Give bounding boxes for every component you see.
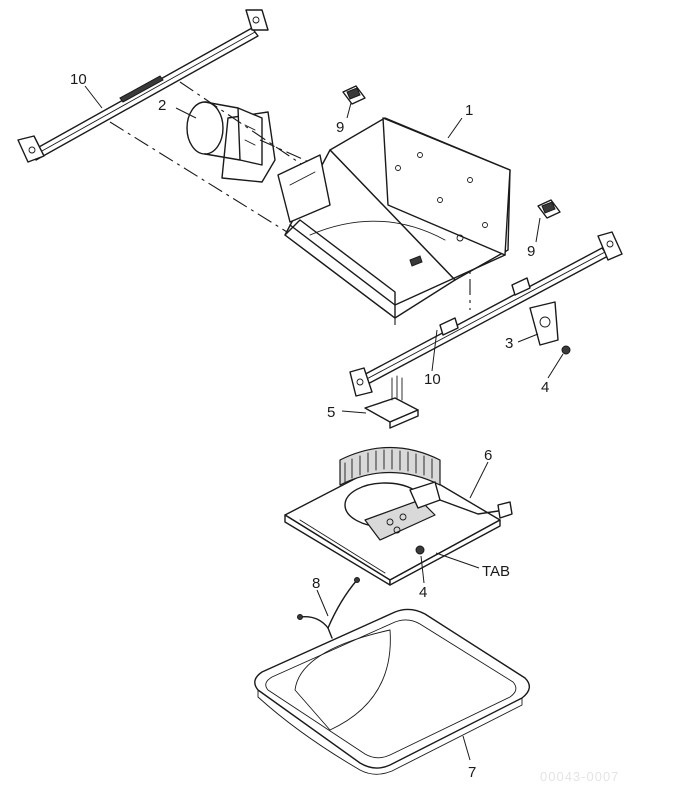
callout-labels: 10 2 1 9 9 3 4 10 5 6 TAB 4 8 7 bbox=[70, 71, 549, 781]
callout-tab: TAB bbox=[482, 563, 510, 580]
callout-grille: 7 bbox=[468, 764, 476, 781]
grille bbox=[254, 608, 530, 775]
callout-screw-upper: 4 bbox=[541, 379, 549, 396]
hanger-bar-upper bbox=[17, 9, 269, 163]
blower bbox=[284, 447, 513, 586]
hanger-bar-lower bbox=[349, 231, 623, 397]
callout-clip-right: 9 bbox=[527, 243, 535, 260]
callout-grille-spring: 8 bbox=[312, 575, 320, 592]
leader-lines bbox=[84, 85, 564, 761]
housing bbox=[277, 117, 511, 319]
callout-duct-connector: 2 bbox=[158, 97, 166, 114]
watermark: 00043-0007 bbox=[540, 769, 619, 784]
callout-blower: 6 bbox=[484, 447, 492, 464]
clip-right bbox=[537, 199, 561, 219]
screw-upper bbox=[561, 345, 571, 355]
callout-bracket: 3 bbox=[505, 335, 513, 352]
callout-clip-left: 9 bbox=[336, 119, 344, 136]
receptacle bbox=[364, 375, 419, 429]
duct-connector bbox=[186, 101, 276, 183]
callout-screw-lower: 4 bbox=[419, 584, 427, 601]
callout-housing: 1 bbox=[465, 102, 473, 119]
clip-left bbox=[342, 85, 366, 105]
grille-spring bbox=[297, 577, 360, 639]
callout-receptacle: 5 bbox=[327, 404, 335, 421]
callout-hanger-bar-upper: 10 bbox=[70, 71, 87, 88]
callout-hanger-bar-lower: 10 bbox=[424, 371, 441, 388]
bracket bbox=[529, 301, 559, 346]
